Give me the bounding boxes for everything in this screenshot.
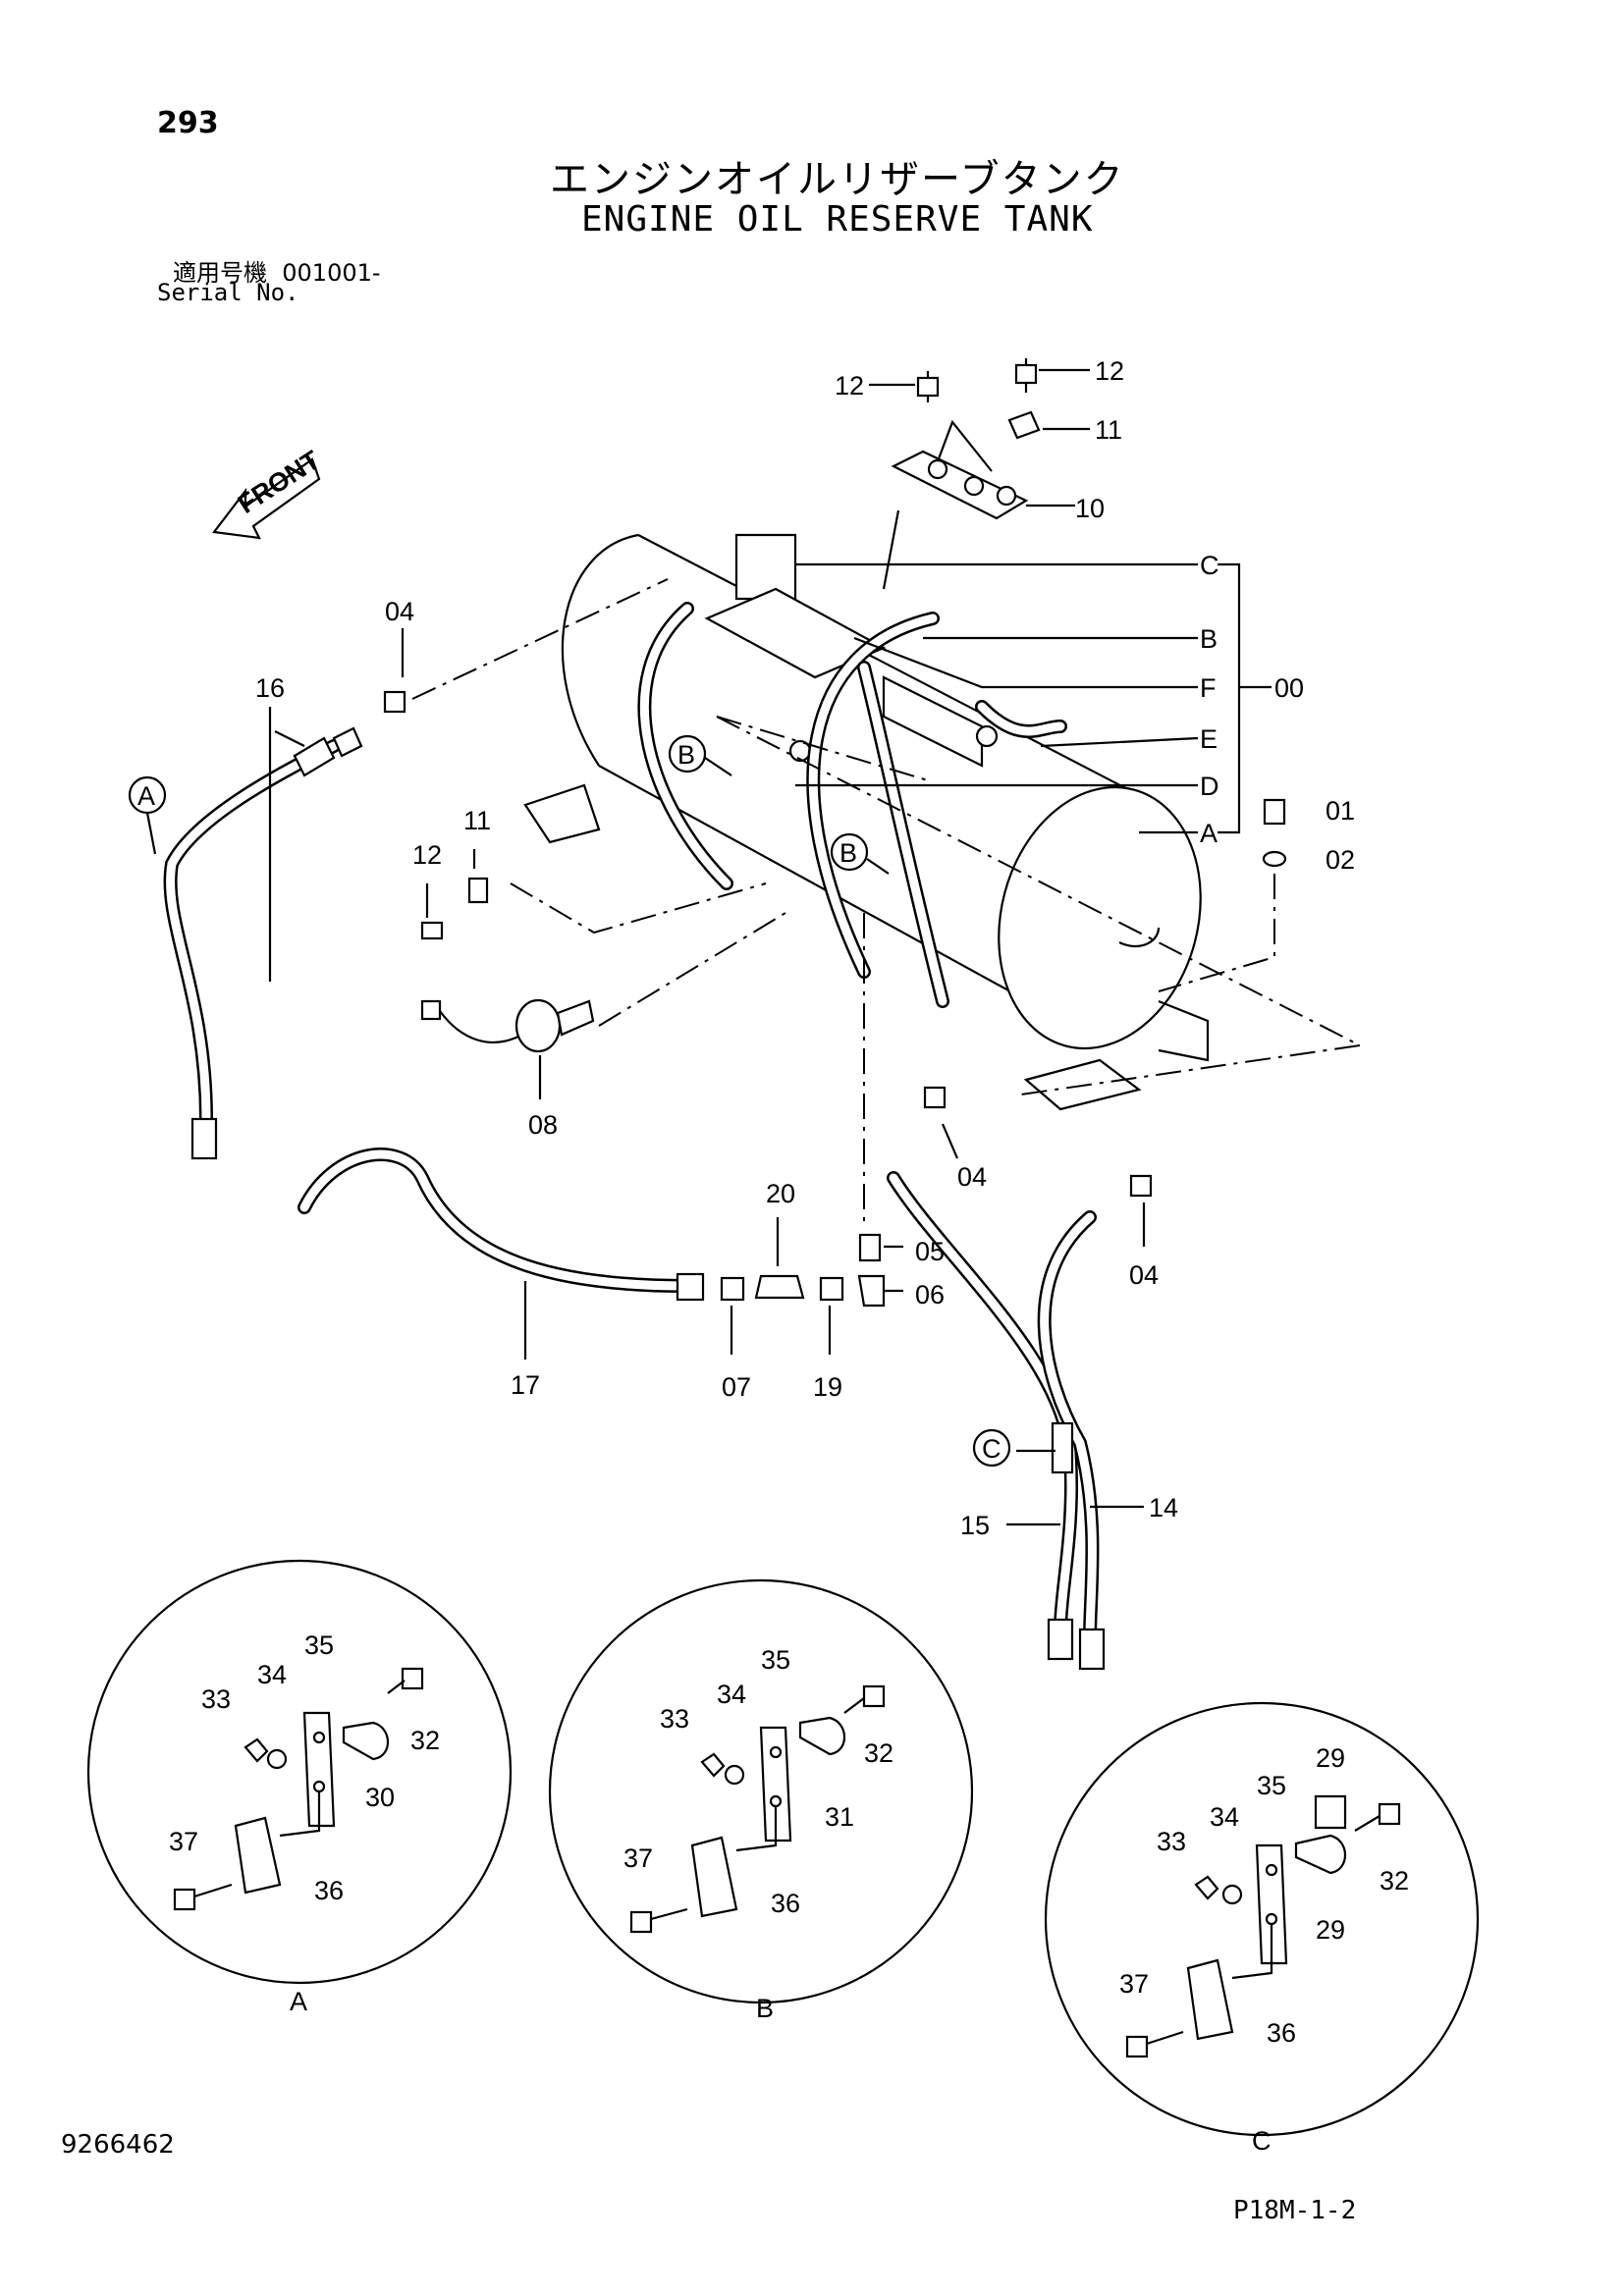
detail-b-part-35: 35 <box>761 1645 790 1675</box>
marker-b-main-1: B <box>668 734 732 776</box>
detail-a-part-35: 35 <box>304 1630 334 1660</box>
detail-b-letter: B <box>756 1994 774 2023</box>
detail-a-part-33: 33 <box>201 1684 231 1714</box>
part-label-10: 10 <box>1075 494 1105 523</box>
part-label-04-mid: 04 <box>957 1162 987 1192</box>
washer-02-icon <box>1262 850 1287 868</box>
detail-b-part-34: 34 <box>717 1680 746 1709</box>
detail-b-part-36: 36 <box>771 1889 800 1918</box>
part-label-11-left: 11 <box>463 806 491 835</box>
serial-label-jp-text: 適用号機 <box>173 259 267 287</box>
part-label-06: 06 <box>915 1280 945 1309</box>
part-label-19: 19 <box>813 1372 842 1402</box>
part-label-14: 14 <box>1149 1493 1178 1522</box>
detail-a-part-34: 34 <box>257 1660 287 1689</box>
ref-letter-b: B <box>1200 624 1218 654</box>
part-label-20: 20 <box>766 1179 795 1208</box>
detail-c-part-36: 36 <box>1267 2018 1296 2048</box>
part-label-07: 07 <box>722 1372 751 1402</box>
detail-c-part-37: 37 <box>1119 1969 1149 1999</box>
detail-view-b: 35 34 33 32 31 37 36 B <box>548 1578 974 2023</box>
marker-b-main-2-letter: B <box>839 838 857 868</box>
detail-b-part-37: 37 <box>623 1843 653 1873</box>
serial-label-english: Serial No. <box>157 279 299 306</box>
part-label-08: 08 <box>528 1110 558 1140</box>
ref-letter-d: D <box>1200 772 1219 801</box>
page-title-japanese: エンジンオイルリザーブタンク <box>550 157 1125 202</box>
bolt-01-icon <box>1263 798 1286 826</box>
detail-c-part-32: 32 <box>1380 1866 1409 1896</box>
part-label-11-top: 11 <box>1095 415 1122 445</box>
part-label-00: 00 <box>1274 673 1304 703</box>
part-label-02: 02 <box>1326 845 1355 875</box>
part-label-04-top: 04 <box>385 597 414 626</box>
part-label-16: 16 <box>255 673 285 703</box>
part-label-01: 01 <box>1326 796 1355 826</box>
figure-reference: P18M-1-2 <box>1233 2196 1357 2225</box>
document-number: 9266462 <box>61 2130 175 2160</box>
detail-view-a: 35 34 33 32 30 37 36 A <box>86 1559 513 2016</box>
hose-16 <box>163 726 363 1160</box>
serial-range-value: 001001- <box>282 259 381 287</box>
marker-c-main-letter: C <box>982 1434 1001 1464</box>
part-label-12-top-left: 12 <box>835 371 864 400</box>
marker-b-main-2: B <box>830 832 890 875</box>
front-arrow-icon: FRONT <box>211 445 326 540</box>
bracket-10 <box>891 358 1041 520</box>
part-label-05: 05 <box>915 1237 945 1266</box>
detail-a-part-37: 37 <box>169 1827 198 1856</box>
detail-a-part-36: 36 <box>314 1876 344 1905</box>
marker-a-main-letter: A <box>137 781 155 811</box>
detail-c-letter: C <box>1252 2126 1272 2156</box>
hoses-14-15 <box>887 1171 1106 1671</box>
detail-b-part-32: 32 <box>864 1738 893 1768</box>
marker-b-main-1-letter: B <box>677 740 695 770</box>
detail-a-letter: A <box>290 1987 307 2016</box>
detail-c-part-34: 34 <box>1210 1802 1239 1832</box>
detail-c-part-35: 35 <box>1257 1771 1286 1800</box>
detail-a-part-32: 32 <box>410 1726 440 1755</box>
part-label-12-top-right: 12 <box>1095 356 1124 386</box>
ref-letter-f: F <box>1200 673 1217 703</box>
ref-letter-c: C <box>1200 551 1219 580</box>
detail-b-part-31: 31 <box>825 1802 854 1832</box>
marker-c-main: C <box>972 1428 1011 1468</box>
ref-letter-a: A <box>1200 819 1218 848</box>
detail-c-part-29-top: 29 <box>1316 1743 1345 1773</box>
part-label-17: 17 <box>511 1370 540 1400</box>
part-label-04-right: 04 <box>1129 1260 1159 1290</box>
detail-b-part-33: 33 <box>660 1704 689 1734</box>
sensor-08 <box>420 998 595 1053</box>
detail-a-part-30: 30 <box>365 1783 395 1812</box>
detail-c-part-33: 33 <box>1157 1827 1186 1856</box>
ref-letter-e: E <box>1200 724 1218 754</box>
part-label-12-left: 12 <box>412 840 442 870</box>
detail-c-part-29-bottom: 29 <box>1316 1915 1345 1945</box>
marker-a-main: A <box>128 775 167 855</box>
part-label-15: 15 <box>960 1511 990 1540</box>
page-title-english: ENGINE OIL RESERVE TANK <box>581 199 1094 240</box>
hose-17 <box>298 1148 886 1308</box>
serial-label-japanese: 適用号機 001001- <box>173 253 381 288</box>
reserve-tank <box>523 533 1210 1111</box>
page-number: 293 <box>157 106 219 140</box>
detail-view-c: 35 34 33 29 29 32 37 36 C <box>1044 1701 1480 2156</box>
